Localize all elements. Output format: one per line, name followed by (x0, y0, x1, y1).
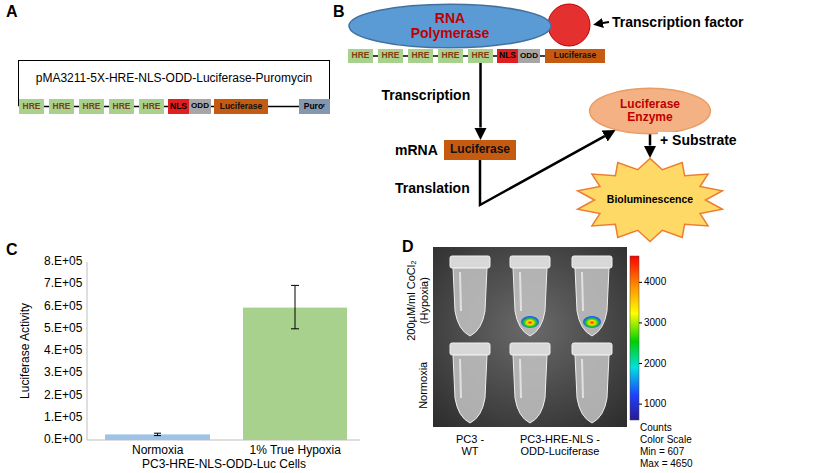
node-text: HRE (412, 51, 430, 60)
node-text: HRE (23, 102, 41, 111)
node-text: NLS (499, 51, 516, 60)
node-text: Luciferase (220, 102, 263, 111)
axis-tick: 8.E+05 (44, 255, 82, 269)
hre-element: HRE (79, 99, 104, 114)
node-text: RNA Polymerase (404, 11, 496, 42)
odd-element: ODD (518, 49, 540, 63)
luciferase-gene: Luciferase (545, 49, 605, 63)
node-text: Puroʳ (304, 102, 326, 111)
hre-element: HRE (19, 99, 44, 114)
column-label: PC3 -WT (453, 433, 487, 458)
node-text: Bioluminescence (607, 194, 693, 206)
axis-title: PC3-HRE-NLS-ODD-Luc Cells (142, 458, 306, 472)
node-text: HRE (53, 102, 71, 111)
node-text: Luciferase (450, 143, 510, 156)
puromycin-gene: Puroʳ (299, 99, 330, 114)
axis-tick: 3.E+05 (44, 366, 82, 380)
color-bar-tick: 2000 (644, 358, 666, 370)
axis-tick: 6.E+05 (44, 300, 82, 314)
node-text: HRE (143, 102, 161, 111)
callout-label: Transcription factor (612, 14, 743, 30)
hre-element: HRE (49, 99, 74, 114)
color-bar-tick: 1000 (644, 398, 666, 410)
node-text: NLS (170, 102, 187, 111)
hre-element: HRE (408, 49, 433, 63)
row-label: 200µM/ml CoCl₂ (Hypoxia) (405, 256, 430, 344)
node-text: Luciferase Enzyme (610, 98, 690, 124)
edge-label: + Substrate (658, 132, 739, 148)
tubes (450, 256, 612, 423)
rna-polymerase: RNA Polymerase (348, 4, 552, 48)
hre-element: HRE (468, 49, 493, 63)
axis-tick: 5.E+05 (44, 322, 82, 336)
luciferase-enzyme: Luciferase Enzyme (589, 88, 711, 134)
color-scale-note: Color Scale (640, 434, 692, 446)
axis-tick: 1.E+05 (44, 411, 82, 425)
axis-tick: 0.E+00 (44, 433, 82, 447)
edge-label: Transcription (380, 87, 473, 103)
node-text: ODD (520, 52, 538, 61)
category-label: 1% True Hypoxia (250, 444, 341, 458)
column-label: PC3-HRE-NLS -ODD-Luciferase (512, 433, 608, 458)
node-text: HRE (472, 51, 490, 60)
axis-title: Luciferase Activity (19, 303, 33, 399)
color-bar-tick: 4000 (644, 276, 666, 288)
nls-element: NLS (168, 99, 189, 114)
star-outline (578, 158, 723, 241)
bar-normoxia (105, 434, 210, 440)
mrna-label: mRNA (395, 142, 438, 158)
leader-arrow (603, 22, 609, 23)
panel-letter: D (402, 238, 414, 256)
connector-arrow (479, 63, 482, 128)
error-bar (154, 285, 299, 435)
odd-element: ODD (189, 99, 211, 114)
nls-element: NLS (497, 49, 518, 63)
ellipse-outline (590, 88, 711, 134)
node-text: pMA3211-5X-HRE-NLS-ODD-Luciferase-Puromy… (36, 72, 313, 85)
node-text: HRE (442, 51, 460, 60)
node-text: HRE (113, 102, 131, 111)
axis-tick: 4.E+05 (44, 344, 82, 358)
transcription-factor (548, 4, 590, 46)
bioluminescence-star: Bioluminescence (575, 158, 725, 242)
axis-tick: 2.E+05 (44, 389, 82, 403)
imaging-photo (433, 247, 627, 427)
node-text: HRE (83, 102, 101, 111)
panel-letter: C (6, 241, 18, 259)
ellipse-outline (349, 4, 551, 48)
color-bar (630, 256, 639, 420)
hre-element: HRE (348, 49, 373, 63)
color-scale-note: Max = 4650 (640, 458, 693, 470)
hre-element: HRE (378, 49, 403, 63)
node-text: ODD (191, 102, 209, 111)
mrna-box: Luciferase (444, 140, 516, 160)
color-bar-tick: 3000 (644, 317, 666, 329)
hre-element: HRE (139, 99, 164, 114)
edge-label: Translation (393, 180, 472, 196)
color-bar-ticks (639, 282, 642, 404)
node-text: HRE (382, 51, 400, 60)
color-scale-note: Counts (640, 422, 672, 434)
category-label: Normoxia (132, 444, 183, 458)
y-axis (87, 262, 88, 440)
hre-element: HRE (109, 99, 134, 114)
node-text: HRE (352, 51, 370, 60)
connector-arrow (649, 134, 652, 146)
panel-letter: B (333, 3, 345, 21)
row-label: Normoxia (417, 361, 430, 408)
node-text: Luciferase (554, 51, 597, 60)
hre-element: HRE (438, 49, 463, 63)
color-scale-note: Min = 607 (640, 446, 684, 458)
axis-tick: 7.E+05 (44, 277, 82, 291)
panel-letter: A (6, 3, 18, 21)
luciferase-gene: Luciferase (214, 99, 268, 114)
